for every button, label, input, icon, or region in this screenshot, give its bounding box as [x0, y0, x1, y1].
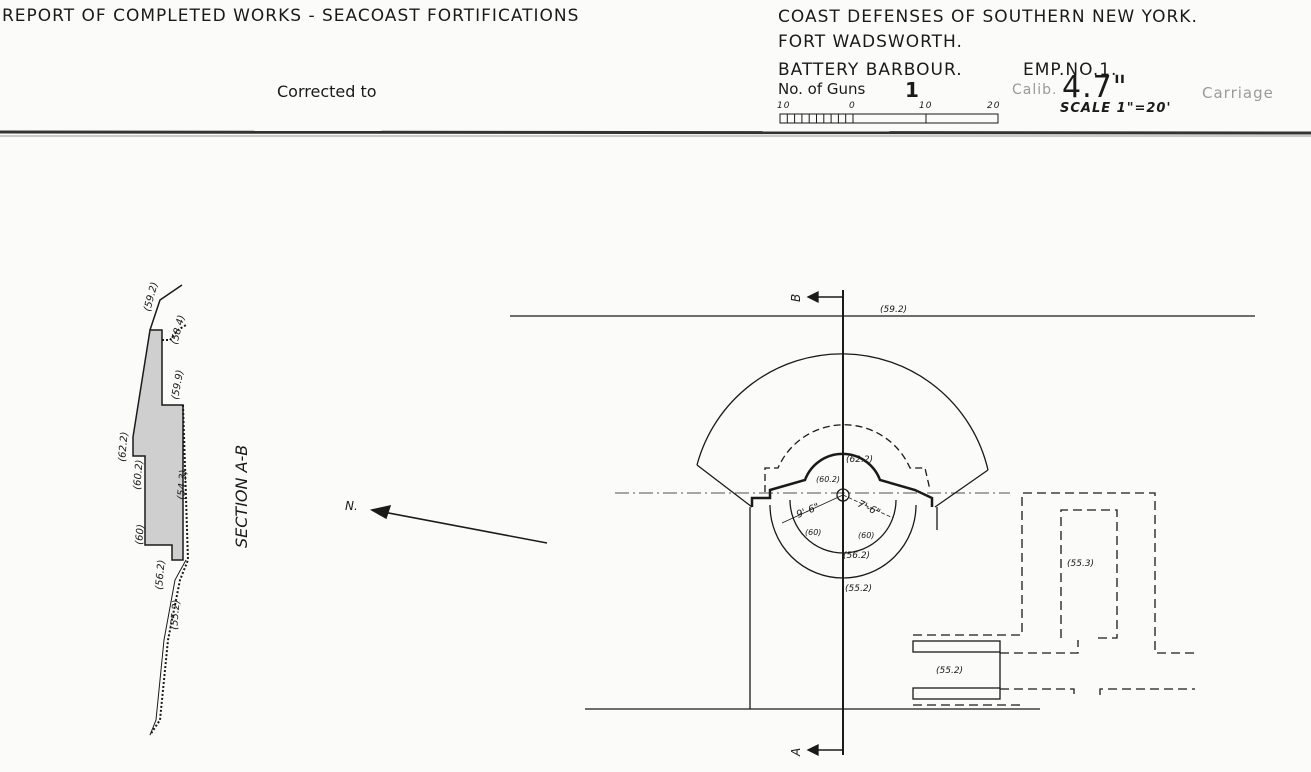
north-label: N. [345, 499, 358, 513]
header-divider [0, 130, 1311, 135]
elevation-label: (60) [858, 531, 874, 540]
radius-label: 9'-6" [795, 502, 821, 521]
guns-value: 1 [905, 78, 920, 102]
scale-tick: 10 [777, 101, 791, 111]
caliber-value: 4.7" [1062, 70, 1128, 105]
scale-label: SCALE 1"=20' [1060, 101, 1172, 116]
caliber-label: Calib. [1012, 82, 1058, 98]
north-arrow [369, 504, 548, 544]
section-elevation: (55.2) [169, 599, 183, 630]
section-elevation: (59.9) [170, 369, 186, 401]
section-marker-a: A [789, 748, 803, 757]
district-label: COAST DEFENSES OF SOUTHERN NEW YORK. [778, 7, 1198, 27]
section-title: SECTION A-B [232, 445, 251, 548]
section-a-b-drawing [132, 284, 190, 736]
section-elevation: (54.3) [176, 469, 190, 500]
section-elevation: (60.2) [132, 459, 146, 490]
concrete-section [132, 329, 184, 561]
gun-pit-inner [789, 499, 897, 554]
elevation-label: (55.2) [936, 666, 963, 676]
elevation-label: (60.2) [816, 475, 840, 484]
scale-tick: 20 [987, 101, 1001, 111]
section-elevation: (58.4) [169, 314, 187, 346]
section-elevation: (62.2) [117, 431, 131, 462]
scale-tick: 10 [919, 101, 933, 111]
carriage-label: Carriage [1202, 84, 1274, 102]
elevation-label: (59.2) [880, 305, 907, 315]
corrected-to-label: Corrected to [277, 82, 377, 101]
traverse-arc [696, 353, 989, 471]
battery-label: BATTERY BARBOUR. [778, 60, 963, 80]
plan-drawing [510, 290, 1255, 757]
elevation-label: (62.2) [846, 455, 873, 465]
elevation-label: (55.3) [1067, 559, 1094, 569]
section-elevation: (56.2) [154, 559, 168, 590]
scale-bar [779, 113, 999, 124]
report-title: REPORT OF COMPLETED WORKS - SEACOAST FOR… [2, 6, 580, 26]
fort-label: FORT WADSWORTH. [778, 32, 963, 52]
gun-pit-outer [769, 504, 917, 579]
ground-line [149, 284, 183, 331]
elevation-label: (60) [805, 528, 821, 537]
elevation-label: (55.2) [845, 584, 872, 594]
pintle [836, 488, 850, 502]
elevation-label: (56.2) [843, 551, 870, 561]
section-elevation: (60) [134, 524, 147, 545]
emplacement-label: EMP.NO.1. [1023, 60, 1118, 80]
section-marker-b: B [789, 294, 803, 302]
radius-label: 7'-6" [856, 499, 882, 519]
scale-tick: 0 [849, 101, 856, 111]
guns-label: No. of Guns [778, 80, 866, 98]
